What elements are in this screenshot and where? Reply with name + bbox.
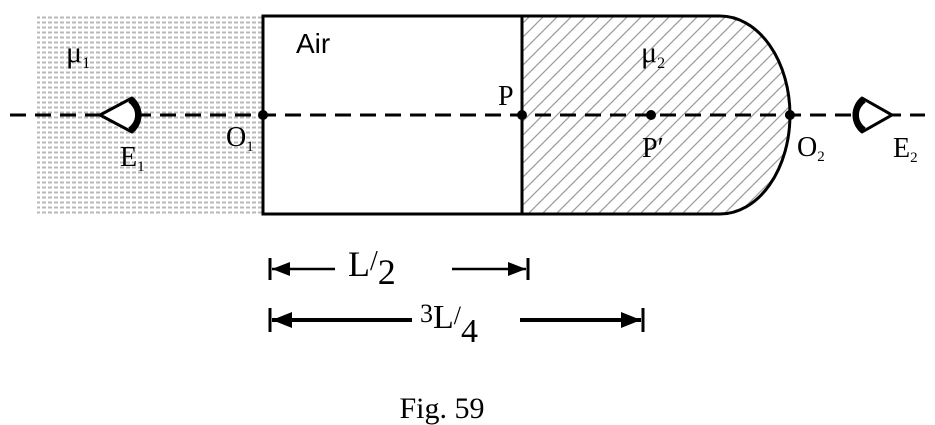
label-p-prime: P′ bbox=[642, 133, 664, 164]
label-mu2: μ2 bbox=[641, 36, 665, 72]
figure-caption: Fig. 59 bbox=[399, 392, 484, 425]
dimension-half-length: L/2 bbox=[268, 244, 530, 292]
label-o1: O1 bbox=[226, 122, 254, 155]
point-p-prime bbox=[646, 110, 656, 120]
label-air: Air bbox=[296, 28, 330, 59]
label-3l-over-4: 3L/4 bbox=[420, 299, 478, 350]
point-p bbox=[517, 110, 527, 120]
label-mu1: μ1 bbox=[66, 36, 90, 72]
label-e1: E1 bbox=[120, 142, 145, 175]
eye-icon bbox=[852, 96, 894, 134]
dimension-three-quarter-length: 3L/4 bbox=[268, 299, 645, 350]
point-o1 bbox=[258, 110, 268, 120]
point-o2 bbox=[785, 110, 795, 120]
label-e2: E2 bbox=[893, 133, 918, 166]
label-l-over-2: L/2 bbox=[348, 244, 396, 292]
eye-icon bbox=[98, 96, 142, 134]
label-p: P bbox=[498, 81, 514, 112]
label-o2: O2 bbox=[797, 132, 825, 165]
